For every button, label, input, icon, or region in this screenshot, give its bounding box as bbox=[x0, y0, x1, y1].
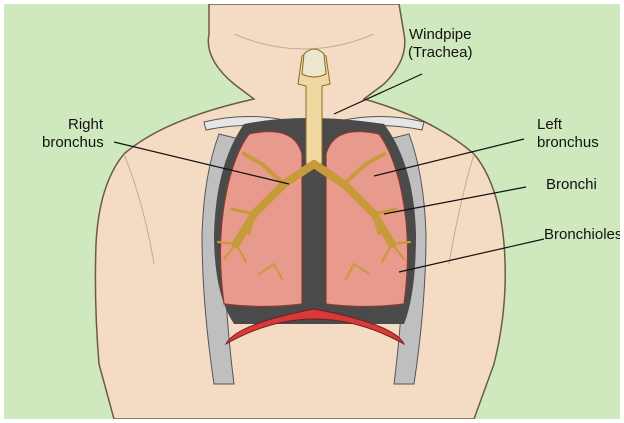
label-windpipe-line1: Windpipe bbox=[408, 26, 472, 44]
label-left-bronchus: Left bronchus bbox=[537, 116, 599, 152]
label-right-bronchus-second: bronchus bbox=[42, 134, 104, 152]
label-right-bronchus-line2: bronchus bbox=[42, 134, 104, 152]
respiratory-system-illustration bbox=[4, 4, 620, 419]
label-left-bronchus-line2: bronchus bbox=[537, 134, 599, 152]
label-right-bronchus-line1: Right bbox=[68, 116, 103, 134]
label-right-bronchus: Right bbox=[68, 116, 103, 134]
diagram-frame: Windpipe (Trachea) Right bronchus Left b… bbox=[4, 4, 620, 419]
label-left-bronchus-line1: Left bbox=[537, 116, 599, 134]
label-bronchioles: Bronchioles bbox=[544, 226, 620, 244]
label-windpipe-line2: (Trachea) bbox=[408, 44, 472, 62]
label-bronchi: Bronchi bbox=[546, 176, 597, 194]
label-windpipe: Windpipe (Trachea) bbox=[408, 26, 472, 62]
